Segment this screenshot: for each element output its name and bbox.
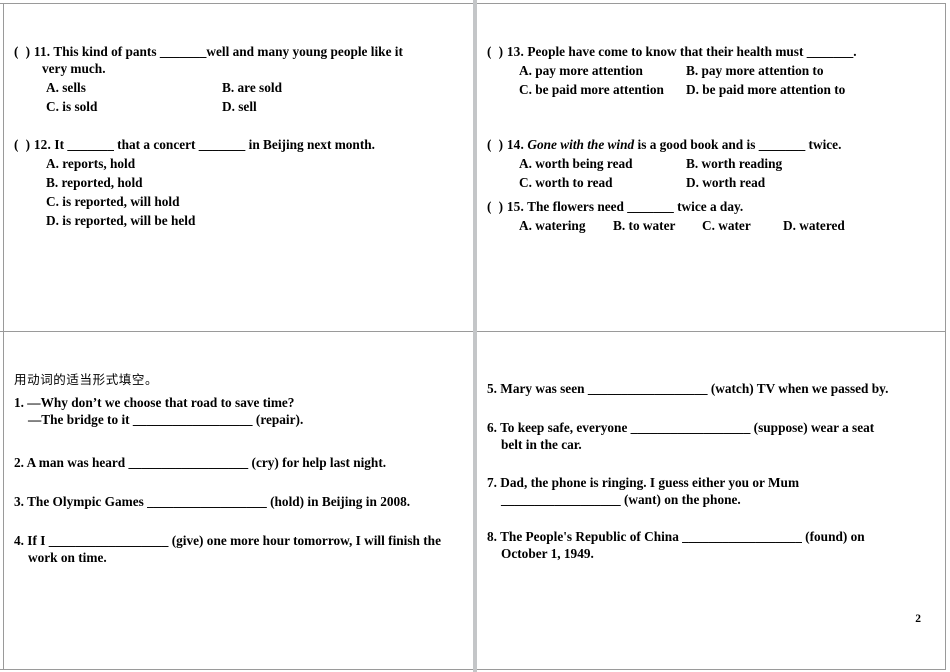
question-11-stem: ( ) 11. This kind of pants _______well a… — [14, 43, 469, 77]
fill-item-7-line2: __________________ (want) on the phone. — [501, 492, 741, 507]
option-13-c[interactable]: C. be paid more attention — [519, 82, 664, 97]
fill-item-8: 8. The People's Republic of China ______… — [487, 528, 939, 562]
question-14-text: is a good book and is _______ twice. — [634, 137, 842, 152]
fill-item-4: 4. If I __________________ (give) one mo… — [14, 532, 466, 566]
fill-item-4-line2: work on time. — [28, 550, 107, 565]
option-row: A. sells B. are sold — [14, 78, 469, 97]
fill-item-6-line2: belt in the car. — [501, 437, 582, 452]
option-14-b[interactable]: B. worth reading — [686, 156, 783, 171]
fill-item-4-line1: If I __________________ (give) one more … — [23, 533, 441, 548]
slide-bottom-left: 用动词的适当形式填空。 1. —Why don’t we choose that… — [4, 332, 473, 669]
fill-item-8-line2: October 1, 1949. — [501, 546, 594, 561]
fill-item-3-line1: The Olympic Games __________________ (ho… — [23, 494, 411, 509]
fill-item-5-line1: Mary was seen __________________ (watch)… — [496, 381, 889, 396]
option-11-c[interactable]: C. is sold — [46, 99, 98, 114]
slide-top-left: ( ) 11. This kind of pants _______well a… — [4, 4, 473, 331]
question-12: ( ) 12. It _______ that a concert ______… — [14, 136, 469, 230]
option-row: C. is sold D. sell — [14, 97, 469, 116]
option-12-a[interactable]: A. reports, hold — [46, 156, 136, 171]
question-13: ( ) 13. People have come to know that th… — [487, 43, 942, 99]
option-14-c[interactable]: C. worth to read — [519, 175, 613, 190]
fill-item-5: 5. Mary was seen __________________ (wat… — [487, 380, 939, 397]
option-row: C. is reported, will hold — [14, 192, 469, 211]
option-row: A. worth being read B. worth reading — [487, 154, 942, 173]
page-number: 2 — [915, 613, 921, 625]
question-11-text: This kind of pants _______well and many … — [53, 44, 403, 59]
fill-item-8-line1: The People's Republic of China _________… — [496, 529, 865, 544]
fill-item-6: 6. To keep safe, everyone ______________… — [487, 419, 939, 453]
fill-item-7: 7. Dad, the phone is ringing. I guess ei… — [487, 474, 939, 508]
grid-divider-vertical — [473, 0, 477, 672]
question-14-options: A. worth being read B. worth reading C. … — [487, 154, 942, 192]
option-row: D. is reported, will be held — [14, 211, 469, 230]
option-row: C. worth to read D. worth read — [487, 173, 942, 192]
question-12-text: It _______ that a concert _______ in Bei… — [54, 137, 375, 152]
question-12-stem: ( ) 12. It _______ that a concert ______… — [14, 136, 469, 153]
question-14-stem: ( ) 14. Gone with the wind is a good boo… — [487, 136, 942, 153]
option-14-a[interactable]: A. worth being read — [519, 156, 633, 171]
question-11-text-line2: very much. — [42, 61, 106, 76]
question-14-book-title: Gone with the wind — [527, 137, 635, 152]
slide-bottom-right: 5. Mary was seen __________________ (wat… — [477, 332, 945, 669]
fill-item-2-line1: A man was heard __________________ (cry)… — [23, 455, 387, 470]
fill-item-7-number: 7. — [487, 475, 497, 490]
option-12-d[interactable]: D. is reported, will be held — [46, 213, 196, 228]
option-11-b[interactable]: B. are sold — [222, 80, 282, 95]
question-15-text: The flowers need _______ twice a day. — [527, 199, 744, 214]
option-13-a[interactable]: A. pay more attention — [519, 63, 643, 78]
question-11-options: A. sells B. are sold C. is sold D. sell — [14, 78, 469, 116]
fill-item-4-number: 4. — [14, 533, 24, 548]
fill-item-5-number: 5. — [487, 381, 497, 396]
option-15-c[interactable]: C. water — [702, 218, 751, 233]
fill-item-3: 3. The Olympic Games __________________ … — [14, 493, 466, 510]
question-12-options: A. reports, hold B. reported, hold C. is… — [14, 154, 469, 230]
fill-item-2: 2. A man was heard __________________ (c… — [14, 454, 466, 471]
question-14-marker: ( ) 14. — [487, 137, 525, 152]
option-15-d[interactable]: D. watered — [783, 218, 845, 233]
question-15: ( ) 15. The flowers need _______ twice a… — [487, 198, 942, 235]
question-14: ( ) 14. Gone with the wind is a good boo… — [487, 136, 942, 192]
option-15-a[interactable]: A. watering — [519, 218, 586, 233]
option-row: A. watering B. to water C. water D. wate… — [487, 216, 942, 235]
option-row: A. reports, hold — [14, 154, 469, 173]
question-15-options: A. watering B. to water C. water D. wate… — [487, 216, 942, 235]
grid-border-left — [3, 3, 4, 669]
question-15-marker: ( ) 15. — [487, 199, 525, 214]
option-15-b[interactable]: B. to water — [613, 218, 676, 233]
option-11-a[interactable]: A. sells — [46, 80, 86, 95]
fill-item-6-number: 6. — [487, 420, 497, 435]
fill-item-3-number: 3. — [14, 494, 24, 509]
fill-blank-instruction: 用动词的适当形式填空。 — [14, 372, 159, 387]
option-13-d[interactable]: D. be paid more attention to — [686, 82, 846, 97]
fill-item-1-line2: —The bridge to it __________________ (re… — [28, 412, 304, 427]
slide-top-right: ( ) 13. People have come to know that th… — [477, 4, 945, 331]
option-13-b[interactable]: B. pay more attention to — [686, 63, 824, 78]
question-13-marker: ( ) 13. — [487, 44, 525, 59]
question-12-marker: ( ) 12. — [14, 137, 52, 152]
fill-item-1-number: 1. — [14, 395, 24, 410]
question-11-marker: ( ) 11. — [14, 44, 51, 59]
question-13-stem: ( ) 13. People have come to know that th… — [487, 43, 942, 60]
option-12-c[interactable]: C. is reported, will hold — [46, 194, 180, 209]
fill-item-8-number: 8. — [487, 529, 497, 544]
option-12-b[interactable]: B. reported, hold — [46, 175, 143, 190]
question-15-stem: ( ) 15. The flowers need _______ twice a… — [487, 198, 942, 215]
fill-item-1-line1: —Why don’t we choose that road to save t… — [23, 395, 295, 410]
question-11: ( ) 11. This kind of pants _______well a… — [14, 43, 469, 116]
option-row: B. reported, hold — [14, 173, 469, 192]
fill-item-1: 1. —Why don’t we choose that road to sav… — [14, 394, 466, 428]
question-13-text: People have come to know that their heal… — [527, 44, 857, 59]
question-13-options: A. pay more attention B. pay more attent… — [487, 61, 942, 99]
option-14-d[interactable]: D. worth read — [686, 175, 766, 190]
option-row: A. pay more attention B. pay more attent… — [487, 61, 942, 80]
grid-border-right — [945, 3, 946, 669]
option-11-d[interactable]: D. sell — [222, 99, 257, 114]
fill-item-7-line1: Dad, the phone is ringing. I guess eithe… — [496, 475, 800, 490]
fill-item-2-number: 2. — [14, 455, 24, 470]
fill-item-6-line1: To keep safe, everyone _________________… — [496, 420, 875, 435]
option-row: C. be paid more attention D. be paid mor… — [487, 80, 942, 99]
